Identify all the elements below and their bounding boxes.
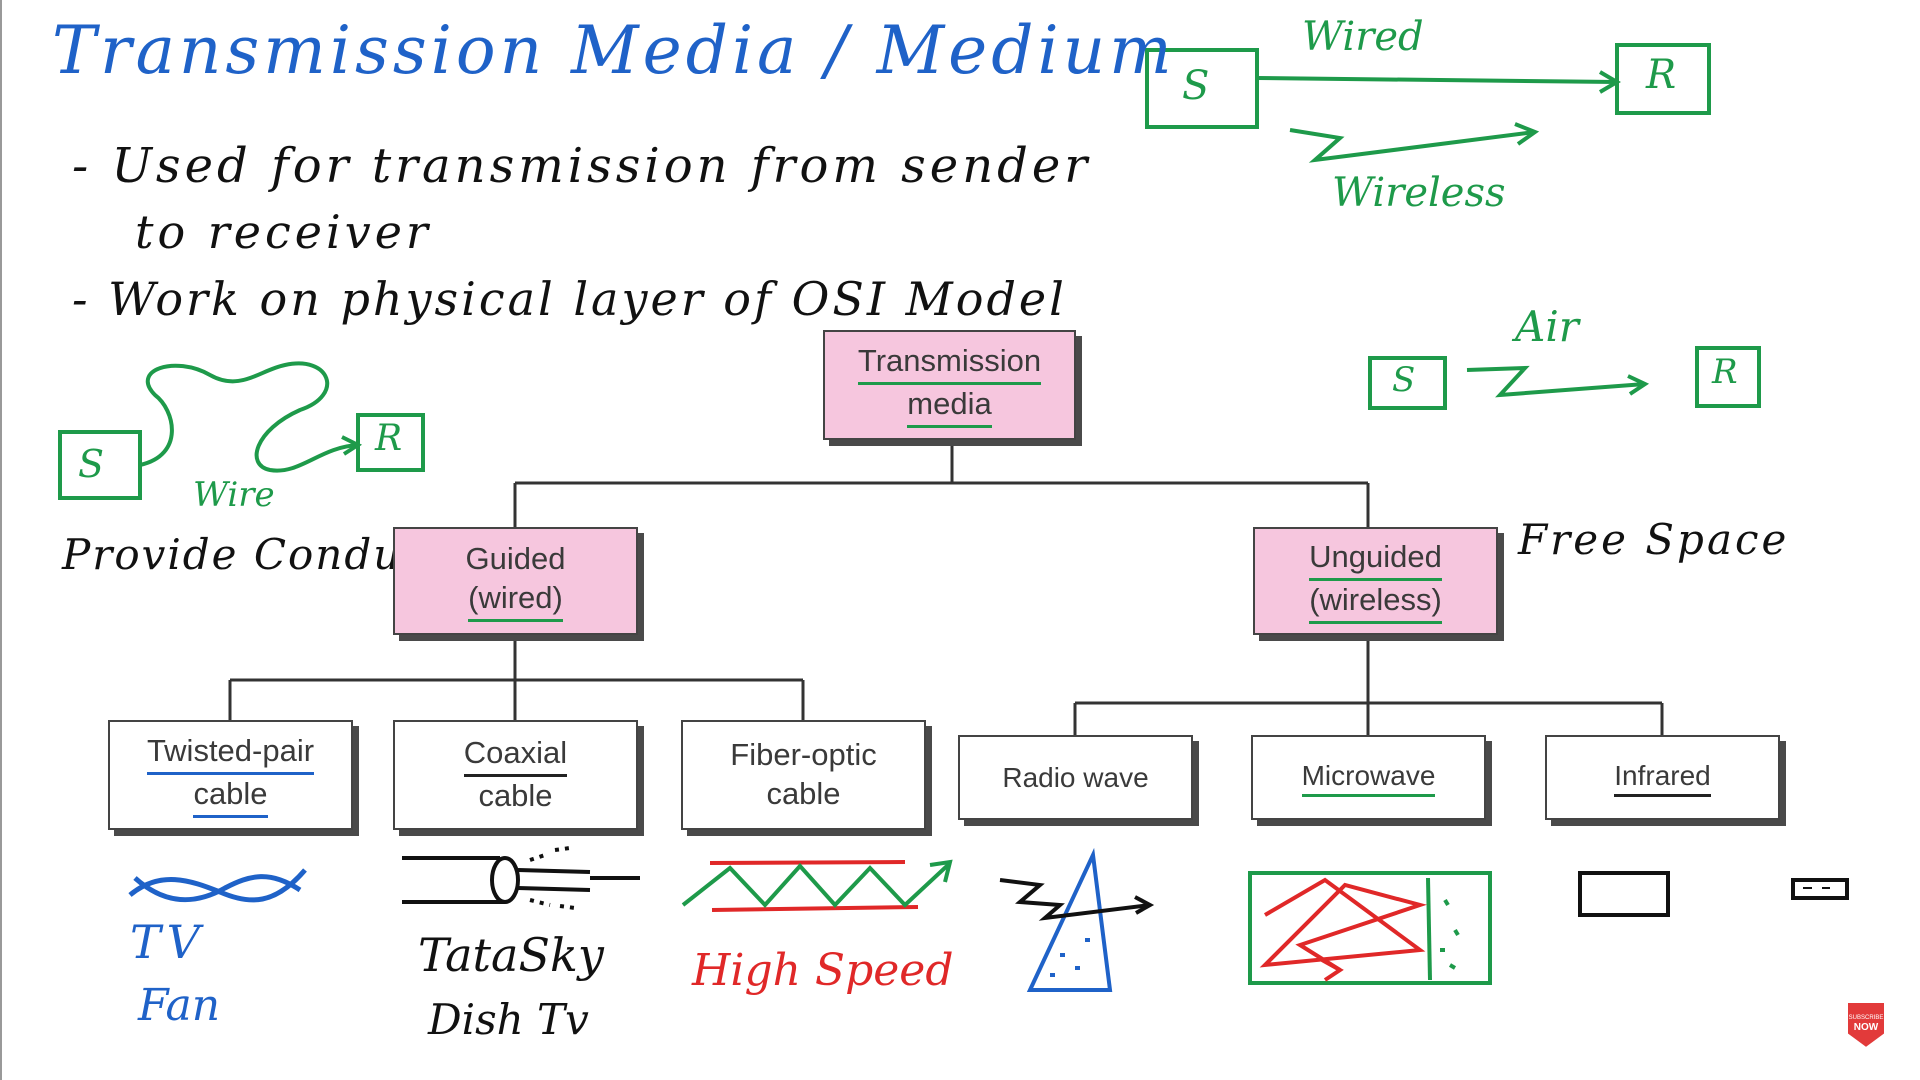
wire-sketch [58,361,425,500]
twisted-pair-node: Twisted-pair cable [108,720,353,830]
air-label: Air [1515,302,1579,351]
node-label-line2: media [907,385,992,428]
microwave-node: Microwave [1251,735,1486,820]
transmission-media-node: Transmission media [823,330,1076,440]
wired-receiver-label: R [1646,52,1677,98]
guided-node: Guided (wired) [393,527,638,635]
example-tatasky: TataSky [418,928,604,982]
coaxial-sketch [402,846,640,910]
node-label-line2: cable [766,776,841,811]
node-label-line1: Coaxial [463,734,568,777]
node-label-line1: Unguided [1309,538,1442,581]
wireless-label: Wireless [1332,170,1506,216]
sender-box [1368,356,1447,410]
node-label-line2: (wired) [468,579,563,622]
node-label-line2: (wireless) [1309,581,1442,624]
wired-sender-label: S [1182,63,1210,109]
fiber-optic-sketch [681,859,953,912]
receiver-box [356,413,425,472]
node-label-line1: Transmission [857,342,1042,385]
microwave-sketch [1248,871,1492,985]
tree-connectors [228,440,1664,735]
receiver-sketch [1791,878,1849,900]
coaxial-node: Coaxial cable [393,720,638,830]
provide-conduit-note: Provide Conduit [62,530,437,579]
node-label-line1: Infrared [1614,758,1711,797]
wired-label: Wired [1302,14,1424,60]
infrared-node: Infrared [1545,735,1780,820]
wire-label: Wire [193,475,275,515]
unguided-node: Unguided (wireless) [1253,527,1498,635]
sender-box [1145,48,1259,129]
air-sender-label: S [1392,360,1416,400]
remote-sketch [1578,871,1670,917]
node-label-line1: Radio wave [1002,762,1149,793]
bullet-1: - Used for transmission from sender [72,138,1092,194]
example-high-speed: High Speed [692,945,954,996]
receiver-box [1695,346,1761,408]
wire-sender-label: S [78,442,105,486]
node-label-line1: Microwave [1301,758,1436,797]
node-label-line1: Fiber-optic [730,737,877,773]
bullet-2: - Work on physical layer of OSI Model [72,272,1067,326]
badge-line1: SUBSCRIBE [1849,1015,1884,1021]
badge-line2: NOW [1854,1022,1879,1033]
twisted-pair-sketch [128,868,307,903]
subscribe-badge[interactable]: SUBSCRIBE NOW [1843,1000,1889,1050]
radio-wave-sketch [999,847,1155,992]
node-label-line1: Guided [465,541,566,577]
infrared-sketch [1578,871,1849,917]
node-label-line2: cable [193,775,268,818]
example-dish-tv: Dish Tv [428,995,589,1044]
bullet-1-continuation: to receiver [135,205,432,259]
air-receiver-label: R [1712,352,1738,392]
node-label-line1: Twisted-pair [146,732,315,775]
node-label-line2: cable [478,778,553,813]
badge-shield [1846,1001,1886,1050]
fiber-optic-node: Fiber-optic cable [681,720,926,830]
example-fan: Fan [138,980,221,1031]
air-sketch [1368,346,1761,410]
wire-receiver-label: R [375,418,403,459]
wired-wireless-sketch [1145,43,1711,163]
page-title: Transmission Media / Medium [52,12,1176,89]
radio-wave-node: Radio wave [958,735,1193,820]
example-tv: TV [130,915,206,969]
free-space-note: Free Space [1518,515,1790,564]
receiver-box [1615,43,1711,115]
